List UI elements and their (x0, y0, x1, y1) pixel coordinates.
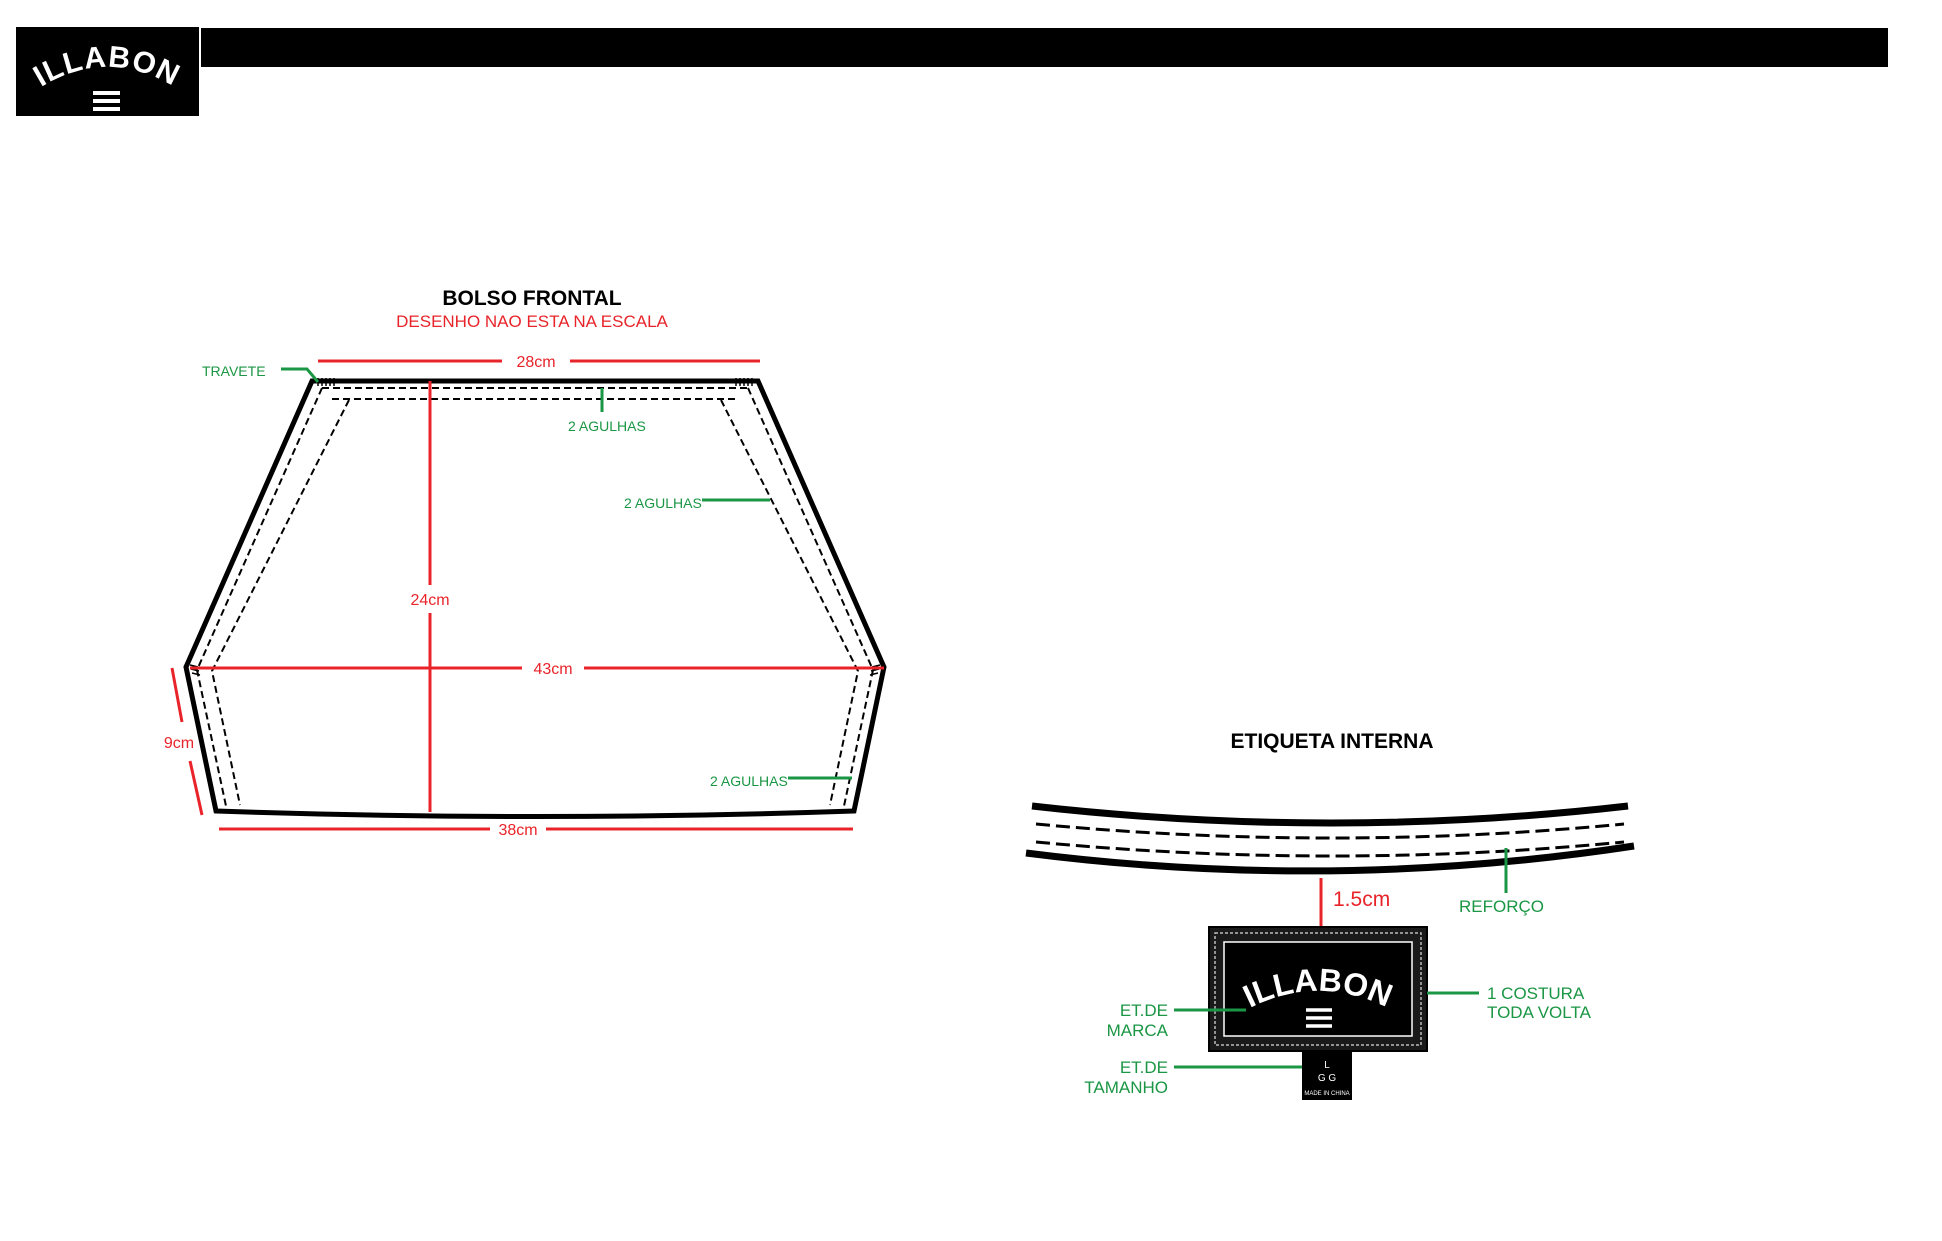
dim-drop: 1.5cm (1333, 888, 1390, 911)
brand-wave-icon (93, 91, 120, 111)
label-drawing: ETIQUETA INTERNA 1.5cm BILLABONG (1025, 730, 1635, 1100)
label-title: ETIQUETA INTERNA (1231, 730, 1434, 753)
callout-costura-line2: TODA VOLTA (1487, 1003, 1592, 1022)
label-callout-lines (1174, 848, 1508, 1069)
callout-marca-line1: ET.DE (1120, 1001, 1168, 1020)
callout-reforco: REFORÇO (1459, 897, 1544, 916)
waistband-curve (1025, 802, 1635, 875)
pocket-stitching (195, 387, 875, 807)
callout-costura-line1: 1 COSTURA (1487, 984, 1585, 1003)
callout-bottom-stitch: 2 AGULHAS (710, 773, 788, 789)
pocket-drawing: BOLSO FRONTAL DESENHO NAO ESTA NA ESCALA (164, 287, 887, 839)
size-tag-line3: MADE IN CHINA (1304, 1091, 1349, 1097)
label-wave-icon (1306, 1008, 1332, 1028)
callout-travete: TRAVETE (202, 363, 266, 379)
size-tag-line1: L (1324, 1060, 1330, 1071)
header-bar (201, 28, 1888, 67)
callout-tamanho-line1: ET.DE (1120, 1058, 1168, 1077)
callout-tamanho-line2: TAMANHO (1084, 1078, 1168, 1097)
brand-label: BILLABONG (1208, 926, 1428, 1052)
dim-height: 24cm (410, 592, 449, 609)
pocket-dimension-lines (170, 359, 884, 831)
size-tag-line2: G G (1318, 1073, 1337, 1084)
pocket-subtitle: DESENHO NAO ESTA NA ESCALA (396, 312, 668, 331)
dim-top-width: 28cm (516, 354, 555, 371)
callout-side-stitch: 2 AGULHAS (624, 495, 702, 511)
callout-top-stitch: 2 AGULHAS (568, 418, 646, 434)
dim-max-width: 43cm (533, 661, 572, 678)
pocket-title: BOLSO FRONTAL (442, 287, 621, 310)
callout-marca-line2: MARCA (1107, 1021, 1169, 1040)
pocket-callout-lines (281, 367, 852, 780)
pocket-outline (183, 378, 887, 819)
dim-bottom-width: 38cm (498, 822, 537, 839)
dim-side: 9cm (164, 735, 194, 752)
size-tag: L G G MADE IN CHINA (1302, 1052, 1352, 1100)
